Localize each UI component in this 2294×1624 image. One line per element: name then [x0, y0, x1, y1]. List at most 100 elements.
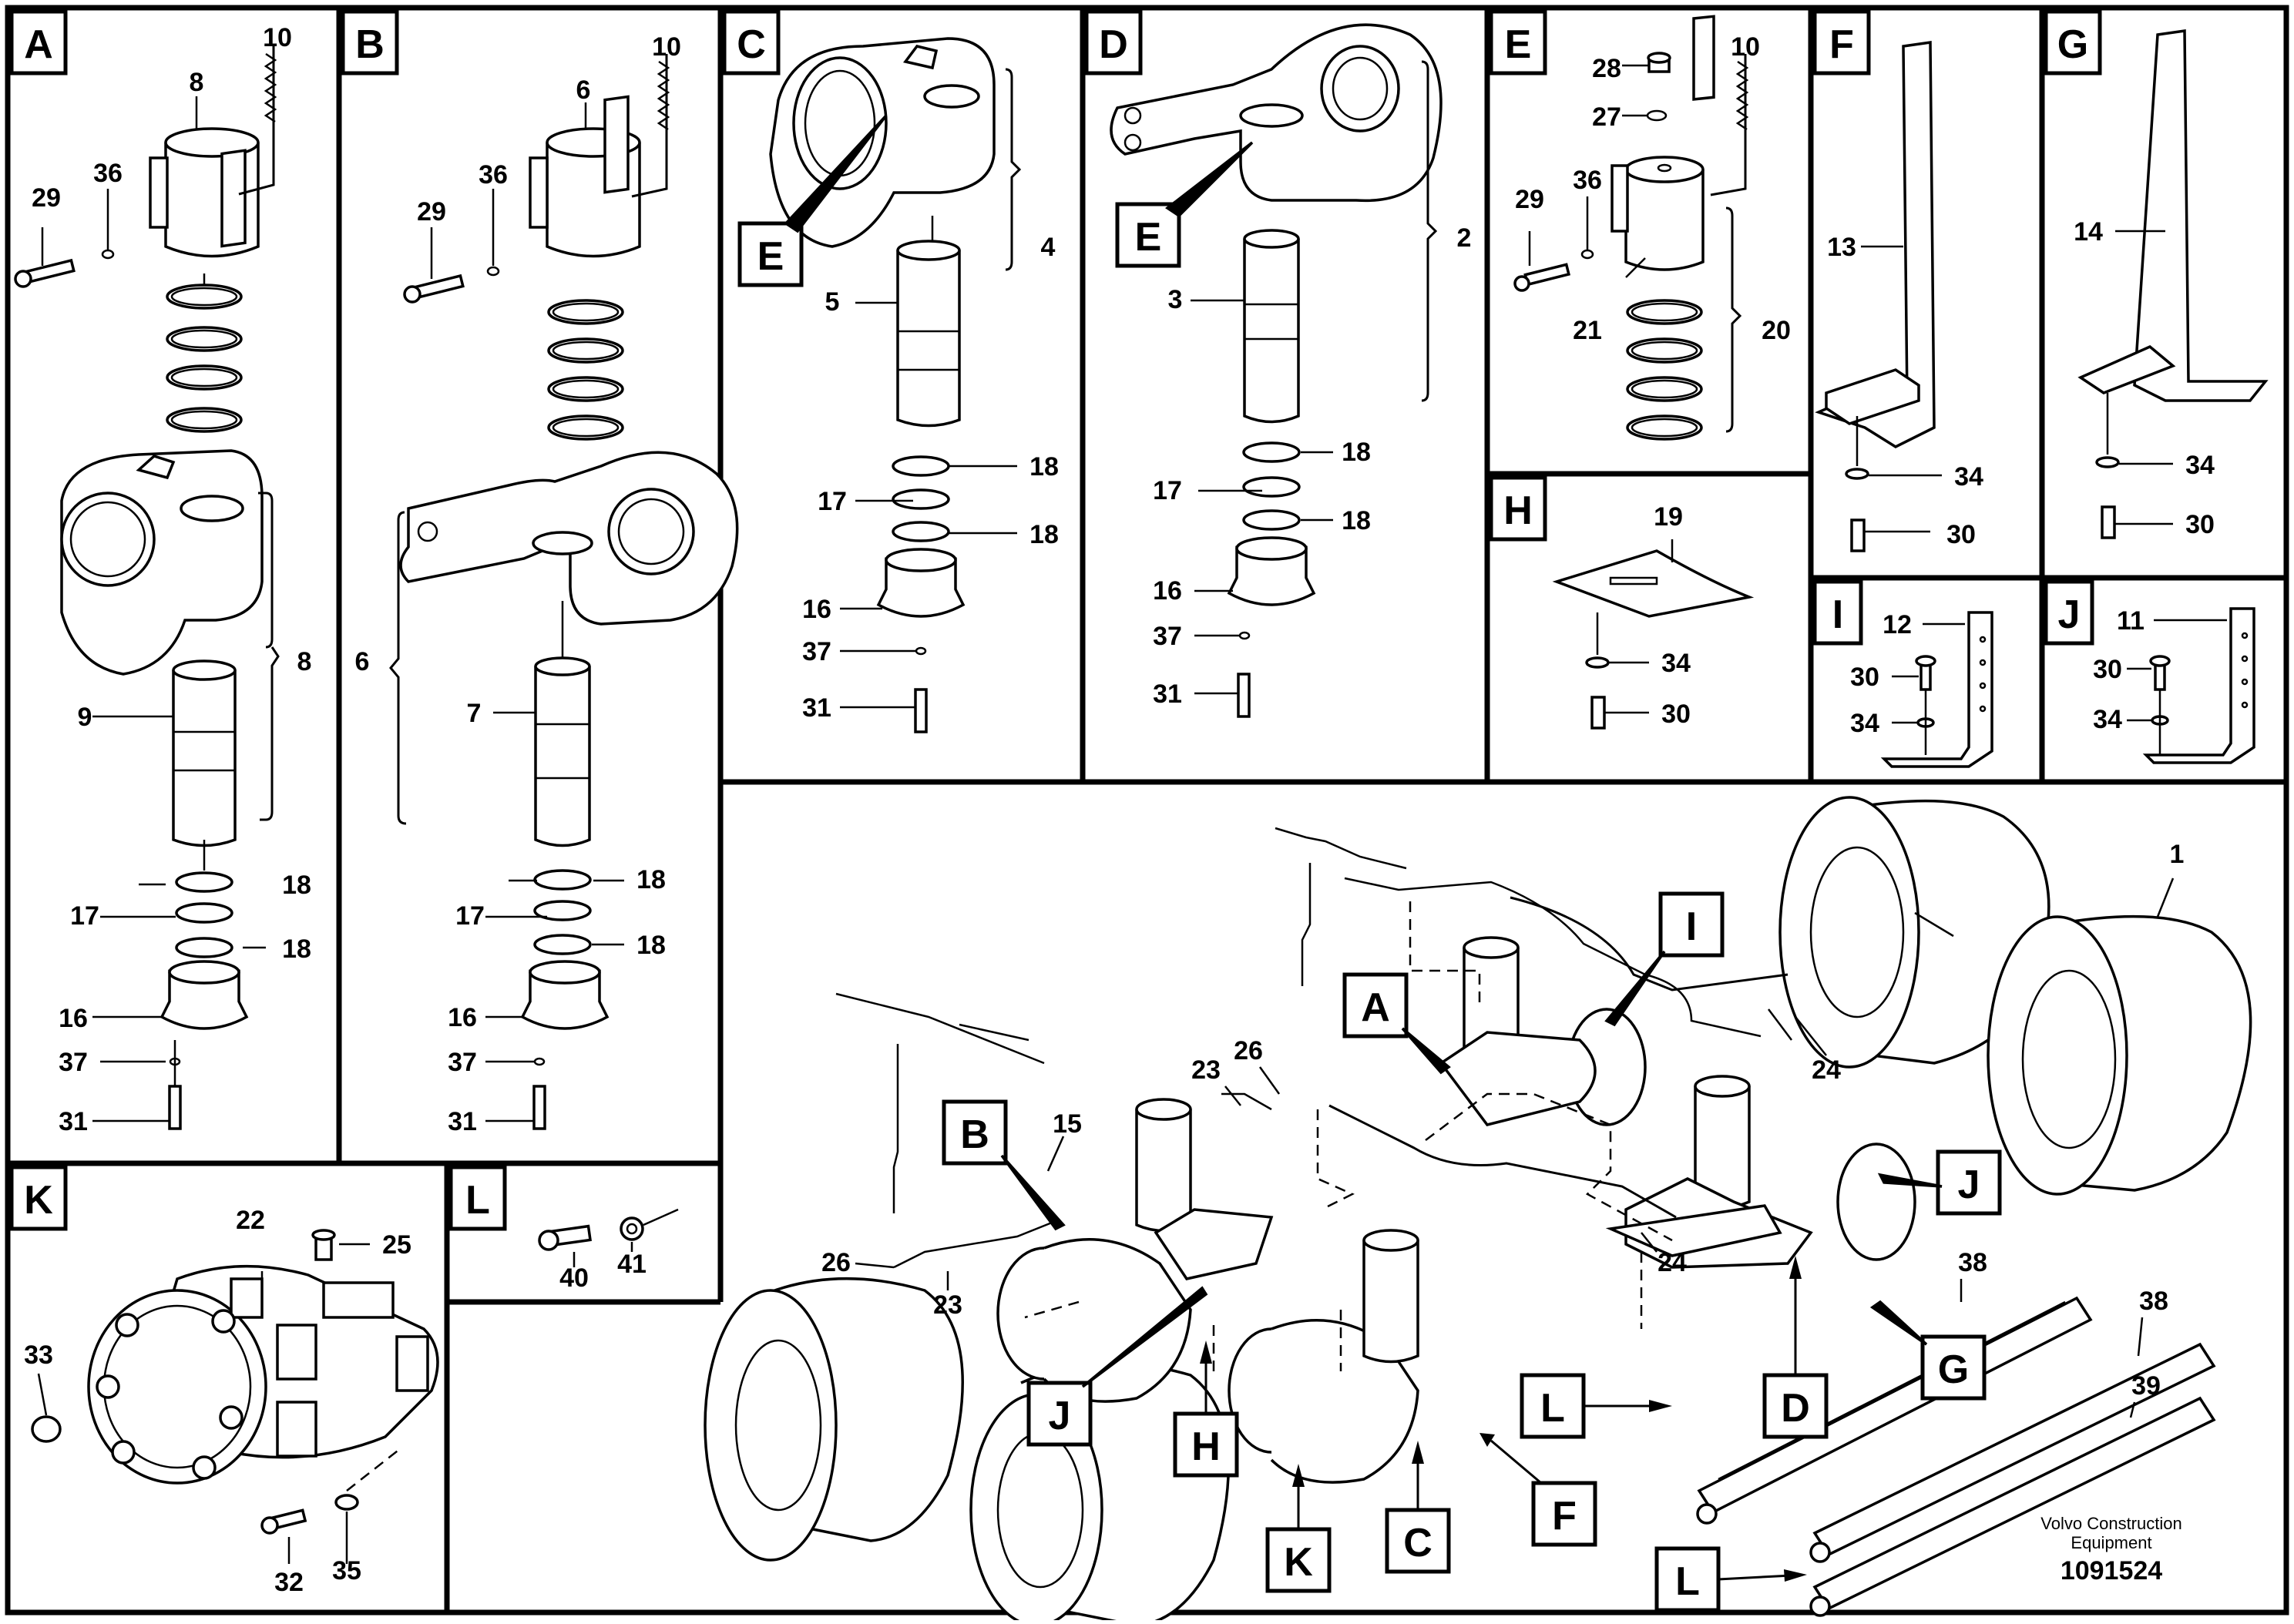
svg-text:H: H: [1191, 1424, 1221, 1469]
svg-text:H: H: [1503, 488, 1533, 533]
callout-j-left: J: [1026, 1286, 1208, 1447]
callout-l-upper: L: [1520, 1373, 1672, 1439]
svg-text:D: D: [1099, 22, 1128, 67]
part-number: 17: [455, 901, 485, 931]
svg-text:K: K: [1284, 1540, 1313, 1585]
part-number: 30: [2093, 655, 2122, 684]
part-number: 24: [1812, 1055, 1841, 1085]
svg-text:G: G: [1938, 1347, 1969, 1392]
part-number: 26: [1234, 1036, 1263, 1065]
part-number: 18: [636, 931, 666, 960]
panel-j-bracket: 11 30 34: [2093, 606, 2255, 764]
company-name: Volvo Construction: [2040, 1514, 2181, 1533]
svg-text:J: J: [1958, 1163, 1980, 1207]
part-number: 40: [559, 1263, 589, 1293]
panel-letter-c: C: [722, 9, 781, 75]
part-number: 27: [1592, 102, 1621, 132]
axle-38-b: [1809, 1342, 2216, 1563]
part-number: 19: [1654, 502, 1683, 532]
svg-text:B: B: [355, 22, 385, 67]
part-number: 10: [263, 23, 292, 52]
part-number: 41: [617, 1250, 647, 1279]
part-number: 30: [2185, 510, 2215, 539]
svg-text:K: K: [24, 1178, 53, 1223]
part-number: 38: [1958, 1248, 1987, 1277]
svg-text:C: C: [1403, 1521, 1432, 1565]
svg-text:B: B: [960, 1112, 989, 1157]
part-number: 18: [1029, 452, 1059, 481]
callout-i: I: [1604, 891, 1725, 1027]
callout-c: C: [1385, 1441, 1451, 1574]
part-number: 17: [70, 901, 99, 931]
svg-text:E: E: [757, 234, 784, 279]
svg-text:I: I: [1832, 592, 1843, 637]
part-number: 15: [1053, 1109, 1082, 1139]
svg-text:L: L: [465, 1178, 490, 1223]
callout-k: K: [1265, 1464, 1332, 1593]
part-number: 37: [802, 637, 831, 666]
part-number: 35: [332, 1556, 361, 1585]
svg-text:A: A: [24, 22, 53, 67]
panel-i-bracket: 12 30 34: [1850, 610, 1993, 768]
part-number: 30: [1661, 700, 1691, 729]
panel-b-kingpin-assembly: 10 6 29 36 6 7 18 17 18 16 37 31: [355, 32, 739, 1136]
part-number: 17: [818, 487, 847, 516]
callout-b: B: [942, 1099, 1066, 1231]
part-number: 37: [1153, 622, 1182, 651]
part-number: 8: [190, 68, 204, 97]
part-number: 34: [1850, 709, 1879, 738]
svg-text:D: D: [1781, 1386, 1810, 1431]
svg-text:F: F: [1829, 22, 1854, 67]
part-number: 10: [652, 32, 681, 62]
svg-text:A: A: [1361, 985, 1390, 1030]
part-number: 39: [2131, 1371, 2161, 1401]
panel-c-kingpin-assembly: E 4 5 18 17 18 16 37 31: [737, 37, 1059, 733]
part-number: 26: [821, 1248, 851, 1277]
svg-text:I: I: [1686, 904, 1697, 949]
svg-text:L: L: [1540, 1386, 1565, 1431]
panel-h-plate: 19 34 30: [1552, 502, 1755, 730]
part-number: 2: [1457, 223, 1472, 253]
part-number: 16: [1153, 576, 1182, 606]
svg-text:E: E: [1505, 22, 1532, 67]
part-number: 6: [355, 647, 370, 676]
part-number: 32: [274, 1568, 304, 1597]
callout-h: H: [1173, 1340, 1239, 1478]
panel-a-kingpin-assembly: 10 8 29 36 8 9 18 17 18 16 37 31: [14, 23, 311, 1136]
part-number: 34: [2185, 451, 2215, 480]
part-number: 18: [1029, 520, 1059, 549]
part-number: 6: [576, 75, 591, 105]
axle-39: [1809, 1396, 2216, 1617]
part-number: 16: [802, 595, 831, 624]
panel-letter-h: H: [1489, 475, 1547, 542]
part-number: 16: [59, 1004, 88, 1033]
svg-text:C: C: [737, 22, 766, 67]
part-number: 21: [1573, 316, 1602, 345]
part-number: 37: [59, 1048, 88, 1077]
part-number: 18: [1342, 438, 1371, 467]
part-number: 30: [1850, 663, 1879, 692]
part-number: 9: [78, 703, 92, 732]
part-number: 14: [2074, 217, 2103, 247]
part-number: 31: [1153, 679, 1182, 709]
part-number: 23: [1191, 1055, 1221, 1085]
part-number: 16: [448, 1003, 477, 1032]
part-number: 29: [32, 183, 61, 213]
part-number: 38: [2139, 1287, 2168, 1316]
overview-assembly: A I B J J G D H L L K C F 1 15 23 26 26 …: [704, 796, 2252, 1624]
panel-letter-d: D: [1084, 9, 1143, 75]
part-number: 24: [1658, 1248, 1687, 1277]
svg-text:J: J: [2058, 592, 2081, 637]
panel-letter-k: K: [9, 1165, 68, 1231]
panel-f-bracket: 13 34 30: [1815, 40, 1983, 552]
callout-f: F: [1480, 1433, 1597, 1547]
part-number: 25: [382, 1230, 411, 1260]
svg-text:E: E: [1135, 215, 1162, 260]
callout-l-lower: L: [1654, 1546, 1807, 1612]
part-number: 28: [1592, 54, 1621, 83]
part-number: 17: [1153, 476, 1182, 505]
callout-g: G: [1869, 1300, 1987, 1401]
panel-d-kingpin-assembly: E 2 3 18 17 18 16 37 31: [1110, 23, 1472, 718]
